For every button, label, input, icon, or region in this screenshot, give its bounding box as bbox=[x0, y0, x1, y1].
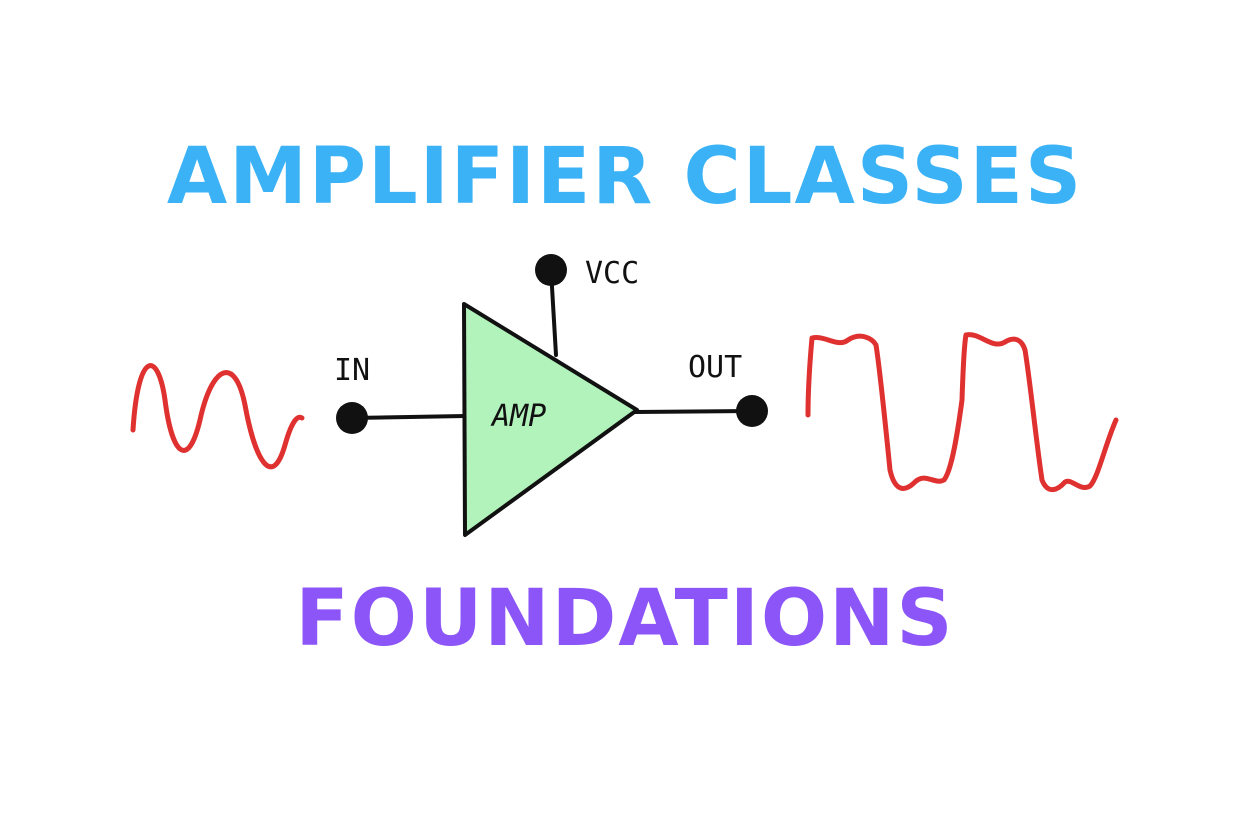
output-terminal bbox=[736, 395, 768, 427]
out-label: OUT bbox=[688, 350, 742, 385]
in-label: IN bbox=[334, 353, 370, 388]
amp-label: AMP bbox=[490, 399, 546, 434]
input-sine-wave bbox=[130, 363, 305, 470]
vcc-label: VCC bbox=[585, 256, 639, 291]
vcc-terminal bbox=[535, 254, 567, 286]
output-clipped-wave bbox=[805, 332, 1119, 493]
page-subtitle: FOUNDATIONS bbox=[295, 574, 955, 664]
page-title: AMPLIFIER CLASSES bbox=[166, 132, 1084, 222]
output-wire bbox=[633, 409, 754, 414]
amplifier-triangle bbox=[462, 302, 639, 537]
input-terminal bbox=[336, 402, 368, 434]
input-wire bbox=[350, 414, 467, 420]
